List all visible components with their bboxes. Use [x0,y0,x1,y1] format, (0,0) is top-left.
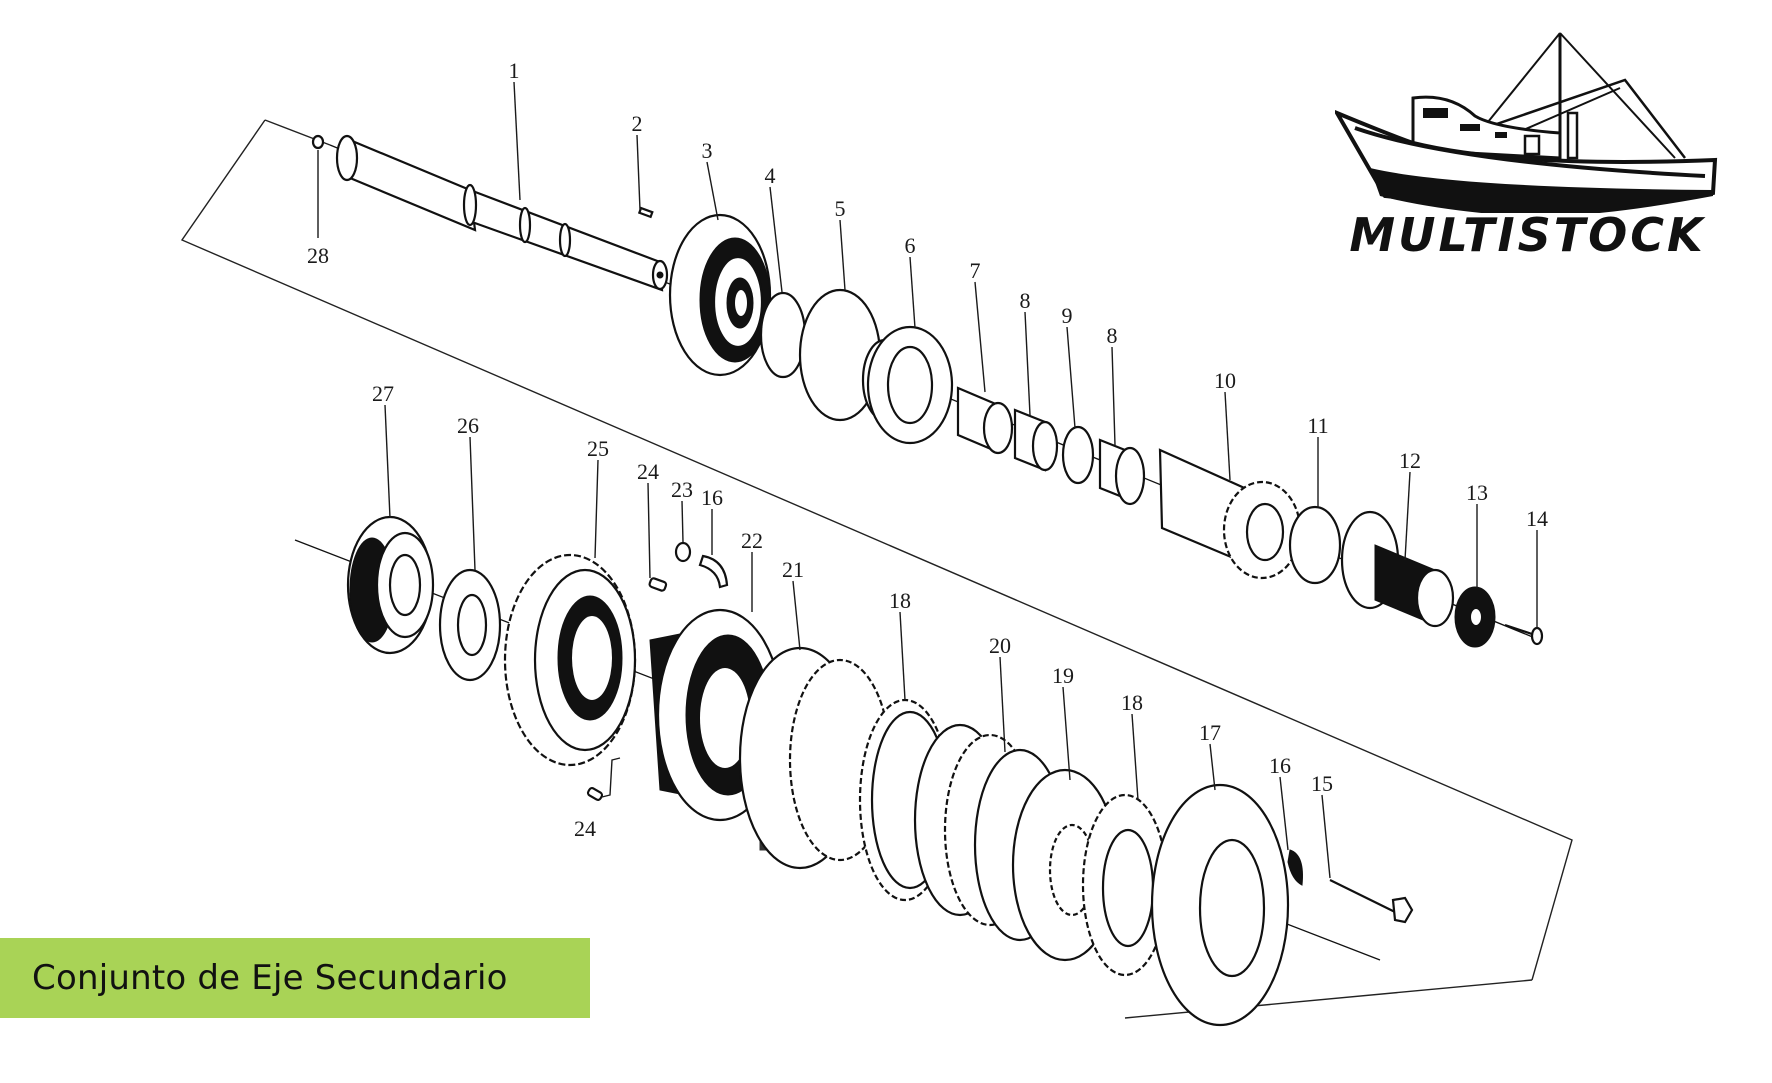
part-label: 21 [782,557,804,582]
part-label: 20 [989,633,1011,658]
lower-clutch-assembly [294,515,1414,1027]
part-label: 19 [1052,663,1074,688]
pin-2 [637,206,654,219]
part-label: 8 [1107,323,1118,348]
spur-gear-25 [503,553,637,767]
lock-plate-16b [1287,849,1303,886]
pin-24b [586,787,604,801]
part-label: 1 [509,58,520,83]
part-label: 17 [1199,720,1221,745]
part-label: 2 [632,111,643,136]
sleeve-7 [956,386,1014,455]
part-label: 6 [905,233,916,258]
brand-logo: MULTISTOCK [1332,28,1720,278]
bolt-14 [1504,623,1544,646]
ring-4 [759,291,807,379]
part-label: 4 [765,163,776,188]
part-label: 10 [1214,368,1236,393]
page-title: Conjunto de Eje Secundario [32,958,508,998]
part-label: 16 [701,485,723,510]
part-label: 7 [970,258,981,283]
part-label: 13 [1466,480,1488,505]
hub-6 [861,325,954,445]
part-label: 23 [671,477,693,502]
main-shaft [335,134,669,292]
bolt-15 [1329,879,1414,924]
bearing-housing-3 [668,213,772,377]
upper-shaft-assembly [311,134,1544,648]
spacer-9 [1061,425,1095,485]
leader-lines [317,81,1538,879]
part-label: 14 [1526,506,1548,531]
pin-24a [648,577,668,592]
washer-13 [1454,586,1496,648]
part-label: 27 [372,381,394,406]
lock-plate-16a [698,554,729,589]
part-label: 18 [1121,690,1143,715]
needle-bearing-8a [1013,408,1059,472]
part-label: 9 [1062,303,1073,328]
part-label: 25 [587,436,609,461]
clutch-plate-18b [1081,793,1169,977]
brand-name: MULTISTOCK [1349,208,1706,262]
washer-11 [1288,505,1342,585]
part-label: 24 [574,816,596,841]
part-label: 28 [307,243,329,268]
spacer-26 [438,568,502,682]
ball-bearing-27 [346,515,435,655]
part-label: 11 [1307,413,1328,438]
title-banner: Conjunto de Eje Secundario [0,938,590,1018]
part-label: 8 [1020,288,1031,313]
part-label: 3 [702,138,713,163]
part-label: 16 [1269,753,1291,778]
part-label: 12 [1399,448,1421,473]
part-label: 5 [835,196,846,221]
pressure-plate-17 [1150,783,1290,1027]
part-label: 18 [889,588,911,613]
part-label: 26 [457,413,479,438]
part-labels: 1 2 3 4 5 6 7 8 9 8 10 11 12 13 14 28 27… [307,58,1548,841]
plug-28 [311,134,325,150]
fishing-boat-icon [1332,32,1718,217]
part-label: 15 [1311,771,1333,796]
needle-bearing-8b [1098,438,1146,506]
part-label: 22 [741,528,763,553]
part-label: 24 [637,459,659,484]
flanged-sleeve-12 [1340,510,1455,628]
nut-23 [674,541,692,563]
